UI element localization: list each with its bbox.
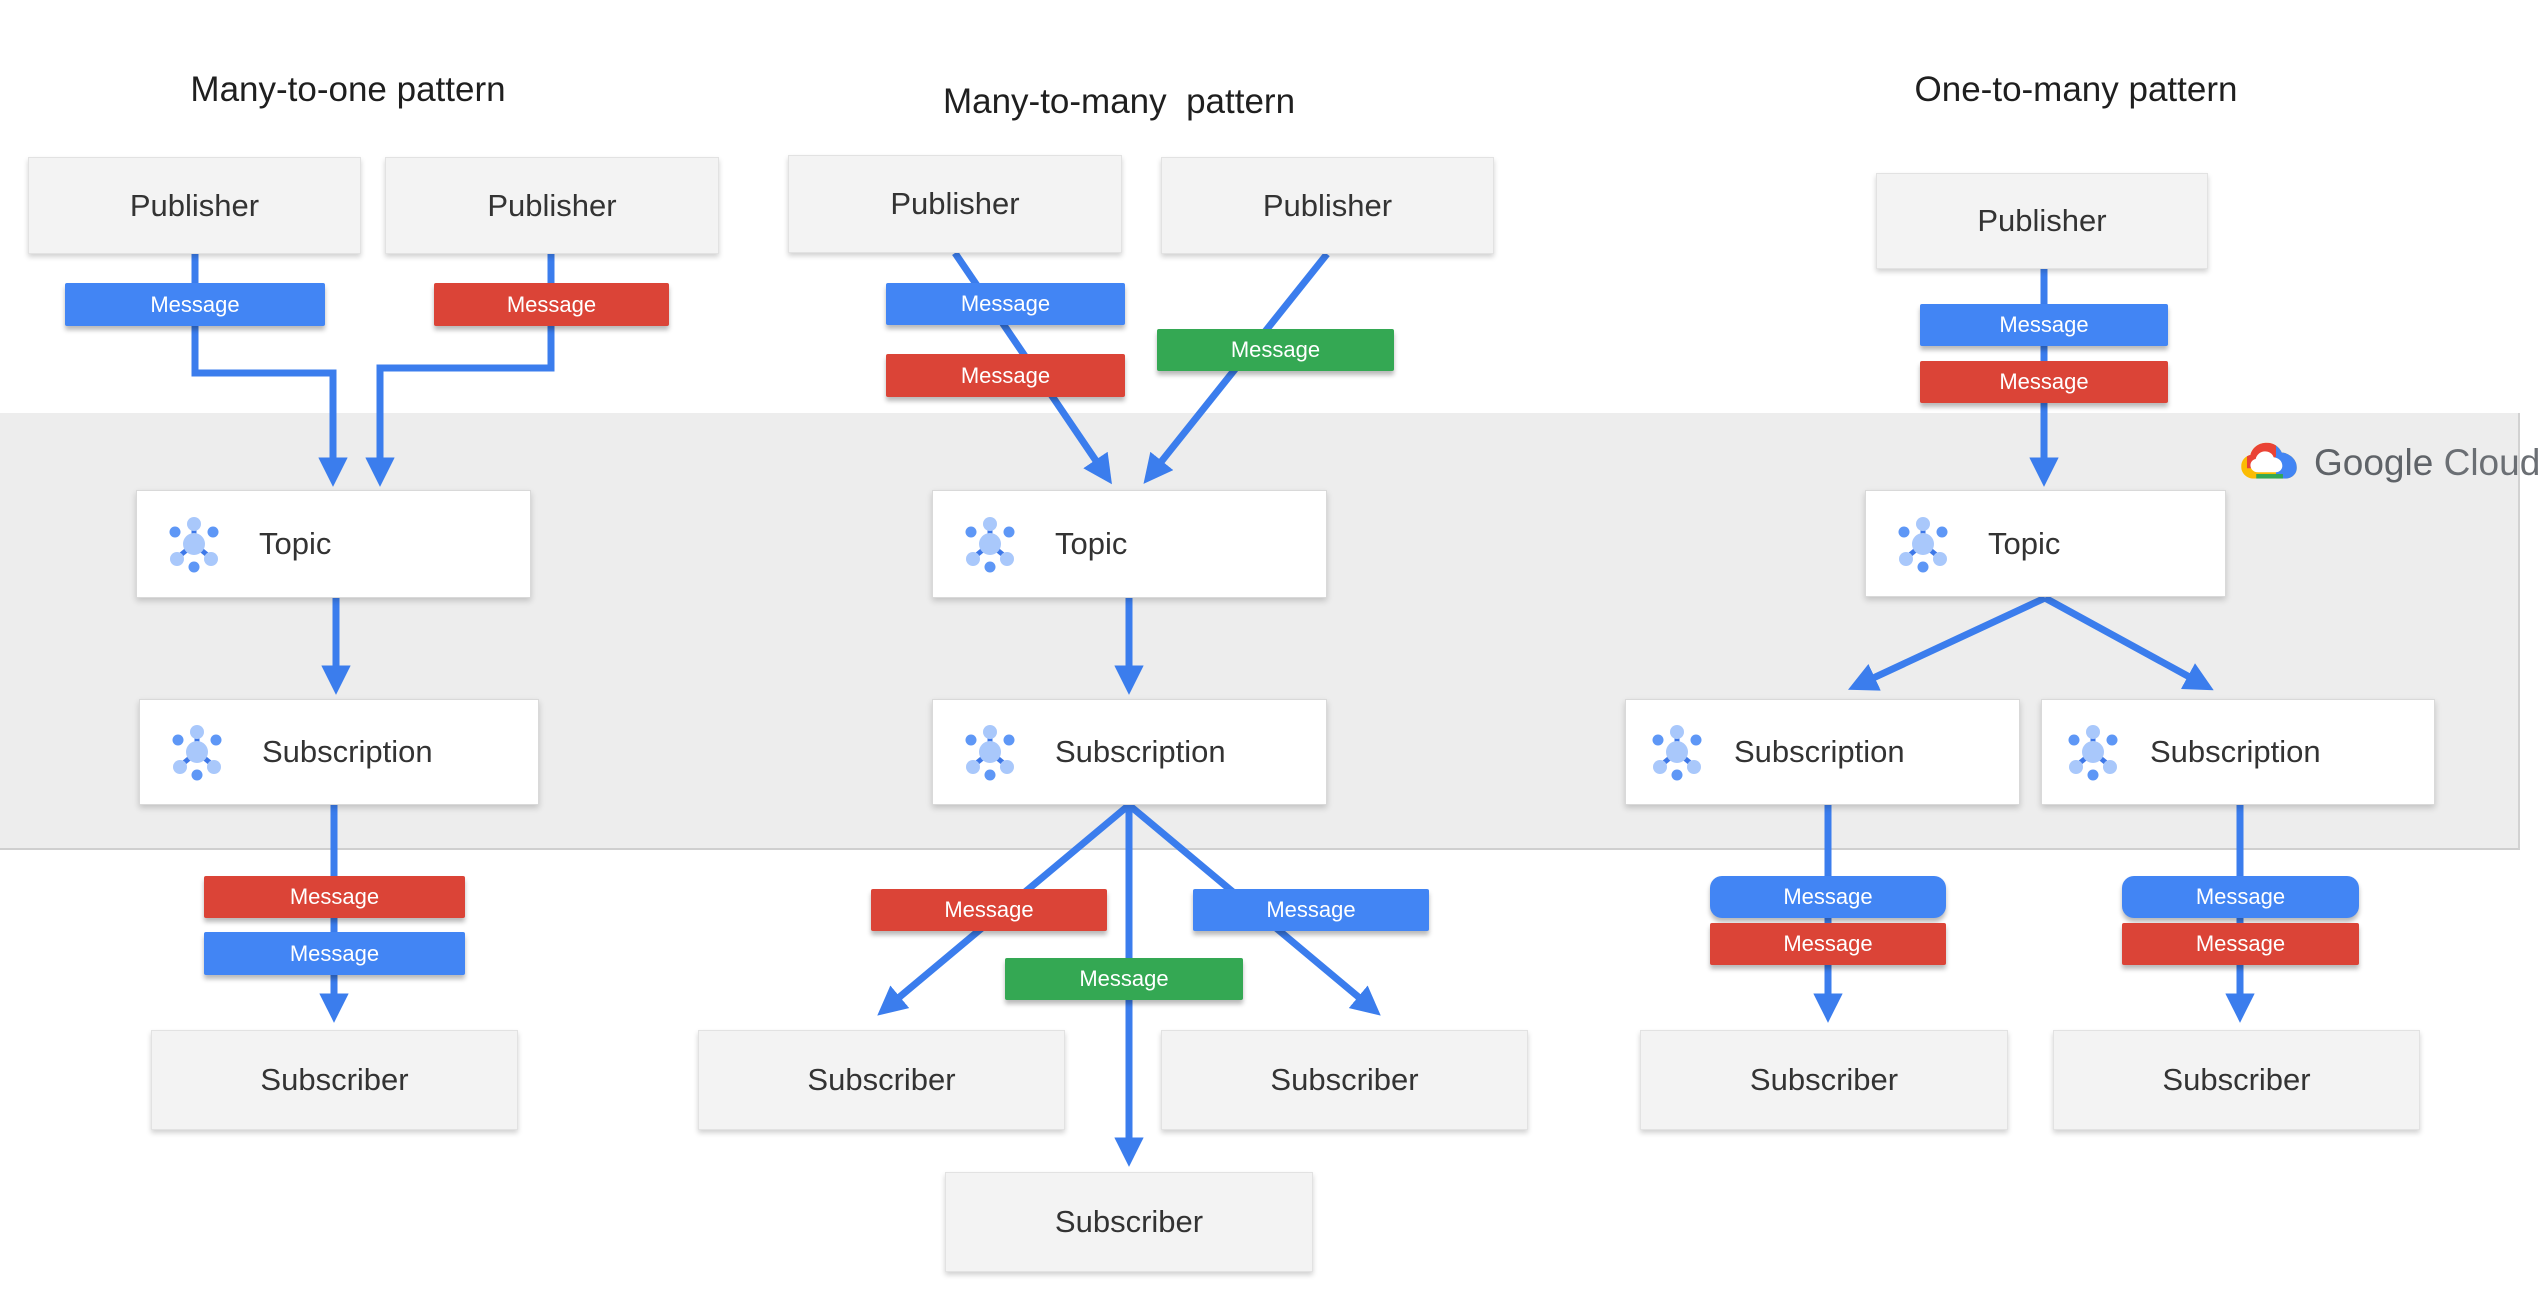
subscriber-label: Subscriber	[260, 1062, 409, 1097]
logo-cloud-text: Cloud	[2443, 442, 2538, 483]
topic-box: Topic	[1865, 490, 2226, 597]
logo-google-text: Google	[2314, 442, 2434, 483]
publisher-label: Publisher	[890, 186, 1020, 221]
publisher-label: Publisher	[487, 187, 617, 223]
topic-box: Topic	[932, 490, 1327, 598]
publisher-box: Publisher	[1161, 157, 1494, 254]
pubsub-subscription-icon	[961, 723, 1019, 781]
message-badge-blue: Message	[886, 283, 1125, 325]
pubsub-topic-icon	[961, 515, 1019, 573]
subscription-label: Subscription	[262, 734, 433, 769]
message-badge-blue: Message	[1710, 876, 1946, 918]
pubsub-topic-icon	[165, 515, 223, 573]
message-badge-blue: Message	[2122, 876, 2359, 918]
pubsub-subscription-icon	[168, 723, 226, 781]
subscription-label: Subscription	[1055, 734, 1226, 769]
subscriber-box: Subscriber	[1161, 1030, 1528, 1130]
subscription-box: Subscription	[932, 699, 1327, 805]
publisher-box: Publisher	[385, 157, 719, 254]
message-badge-blue: Message	[1920, 304, 2168, 346]
message-badge-green: Message	[1005, 958, 1243, 1000]
google-cloud-logo: Google Cloud	[2240, 440, 2538, 486]
topic-label: Topic	[1988, 525, 2061, 561]
subscriber-box: Subscriber	[2053, 1030, 2420, 1130]
subscriber-label: Subscriber	[1054, 1204, 1204, 1239]
title-many-to-one: Many-to-one pattern	[190, 70, 506, 109]
topic-label: Topic	[259, 526, 332, 561]
publisher-box: Publisher	[28, 157, 361, 254]
message-badge-red: Message	[871, 889, 1107, 931]
message-badge-red: Message	[886, 354, 1125, 397]
message-badge-green: Message	[1157, 329, 1394, 371]
subscriber-label: Subscriber	[1749, 1062, 1899, 1097]
message-badge-blue: Message	[204, 932, 465, 975]
pubsub-subscription-icon	[2064, 723, 2122, 781]
publisher-label: Publisher	[1262, 187, 1393, 223]
subscription-label: Subscription	[2150, 734, 2321, 769]
google-cloud-wordmark: Google Cloud	[2314, 442, 2538, 484]
subscriber-box: Subscriber	[698, 1030, 1065, 1130]
publisher-label: Publisher	[129, 187, 260, 223]
message-badge-red: Message	[1710, 923, 1946, 965]
subscriber-label: Subscriber	[1270, 1062, 1419, 1097]
subscription-box: Subscription	[1625, 699, 2020, 805]
publisher-box: Publisher	[1876, 173, 2208, 269]
message-badge-blue: Message	[65, 283, 325, 326]
message-badge-red: Message	[204, 876, 465, 918]
google-cloud-icon	[2241, 442, 2297, 479]
title-one-to-many: One-to-many pattern	[1914, 70, 2238, 109]
topic-label: Topic	[1055, 526, 1128, 561]
title-many-to-many: Many-to-many pattern	[942, 82, 1296, 121]
subscription-box: Subscription	[139, 699, 539, 805]
subscription-box: Subscription	[2041, 699, 2435, 805]
subscriber-box: Subscriber	[1640, 1030, 2008, 1130]
publisher-label: Publisher	[1977, 203, 2107, 238]
message-badge-red: Message	[2122, 923, 2359, 965]
message-badge-red: Message	[1920, 361, 2168, 403]
message-badge-blue: Message	[1193, 889, 1429, 931]
topic-box: Topic	[136, 490, 531, 598]
subscription-label: Subscription	[1734, 734, 1905, 769]
subscriber-label: Subscriber	[807, 1062, 956, 1097]
subscriber-box: Subscriber	[945, 1172, 1313, 1272]
pubsub-topic-icon	[1894, 515, 1952, 573]
subscriber-label: Subscriber	[2162, 1062, 2311, 1097]
subscriber-box: Subscriber	[151, 1030, 518, 1130]
publisher-box: Publisher	[788, 155, 1122, 253]
pubsub-subscription-icon	[1648, 723, 1706, 781]
message-badge-red: Message	[434, 283, 669, 326]
